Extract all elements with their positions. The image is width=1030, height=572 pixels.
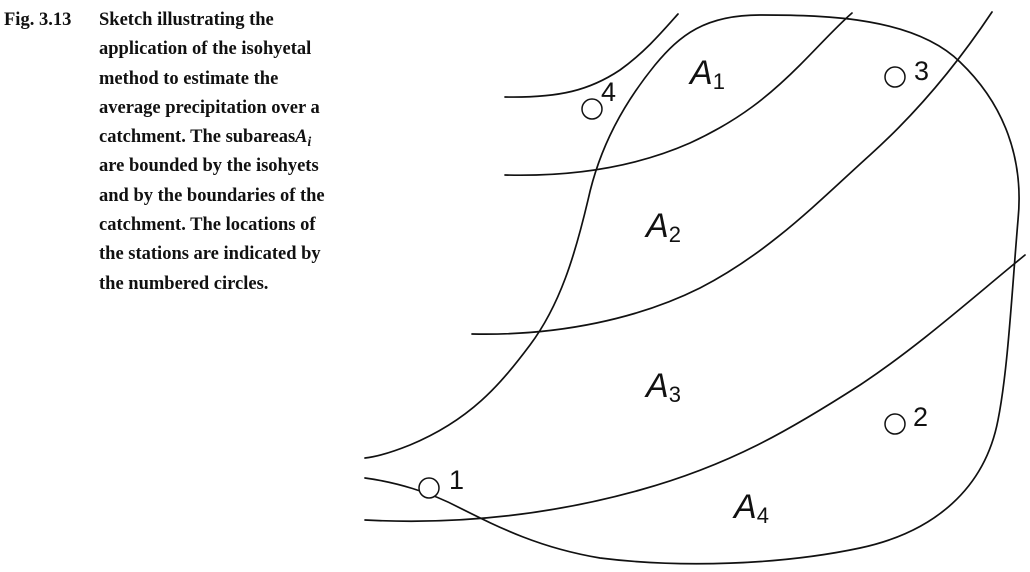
- subarea-a1-symbol: A: [688, 54, 713, 92]
- caption-text-before: Sketch illustrating the application of t…: [99, 10, 320, 148]
- station-1-circle: [418, 477, 440, 499]
- station-2-circle: [884, 413, 906, 435]
- subarea-a4-label: A4: [732, 488, 769, 528]
- subarea-a3-label: A3: [644, 367, 681, 407]
- catchment-boundary: [364, 14, 1020, 565]
- subarea-a2-label: A2: [644, 207, 681, 247]
- subarea-a2-symbol: A: [644, 207, 669, 245]
- station-4-circle: [581, 98, 603, 120]
- caption-variable-subscript: i: [307, 133, 312, 149]
- station-1: 1: [418, 465, 464, 499]
- station-4: 4: [581, 77, 616, 120]
- subarea-a3-symbol: A: [644, 367, 669, 405]
- subarea-a4-symbol: A: [732, 488, 757, 526]
- caption-text: Sketch illustrating the application of t…: [99, 6, 334, 299]
- isohyet-middle: [471, 11, 993, 335]
- caption-variable-symbol: A: [295, 127, 308, 148]
- isohyet-upper: [504, 12, 853, 177]
- station-2-label: 2: [913, 402, 928, 432]
- subarea-a4-subscript: 4: [757, 503, 769, 528]
- isohyet-lower: [364, 254, 1026, 523]
- station-3: 3: [884, 56, 929, 88]
- isohyet-top: [504, 13, 679, 98]
- subarea-a2-subscript: 2: [669, 222, 681, 247]
- station-3-label: 3: [914, 56, 929, 86]
- subarea-a1-label: A1: [688, 54, 725, 94]
- figure-label: Fig. 3.13: [4, 10, 72, 30]
- station-3-circle: [884, 66, 906, 88]
- subarea-a1-subscript: 1: [713, 69, 725, 94]
- station-2: 2: [884, 402, 928, 435]
- caption-text-after: are bounded by the isohyets and by the b…: [99, 156, 325, 294]
- figure-caption: Fig. 3.13 Sketch illustrating the applic…: [4, 6, 334, 299]
- station-4-label: 4: [601, 77, 616, 107]
- subarea-a3-subscript: 3: [669, 382, 681, 407]
- station-1-label: 1: [449, 465, 464, 495]
